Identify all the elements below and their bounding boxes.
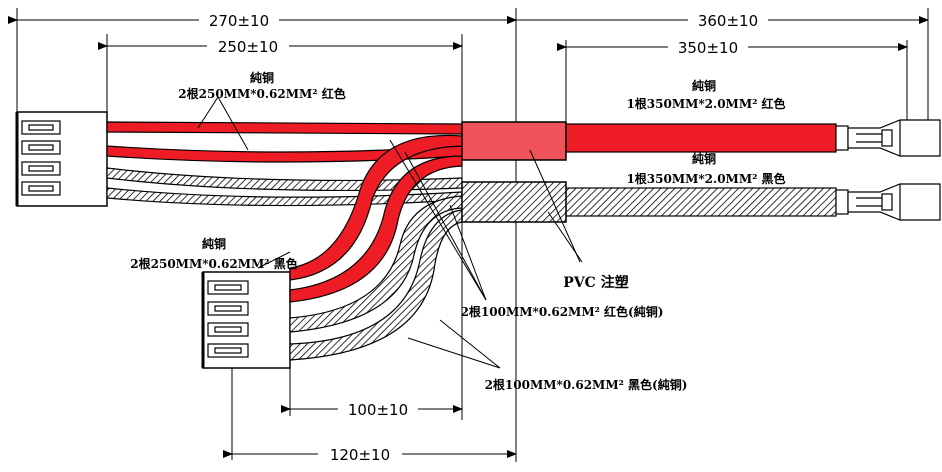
spec-labels: 純铜 2根250MM*0.62MM² 红色 純铜 2根250MM*0.62MM²… xyxy=(130,70,785,392)
left-connector-pins xyxy=(21,120,61,196)
leader-lines xyxy=(197,96,583,369)
terminal-red xyxy=(835,119,941,157)
dimension-lines xyxy=(8,8,929,462)
terminal-black xyxy=(835,183,941,221)
right-black-spec-label: 1根350MM*2.0MM² 黑色 xyxy=(626,171,785,186)
curved-wires xyxy=(289,134,463,361)
bottom-connector xyxy=(201,271,291,369)
right-black-copper-label: 純铜 xyxy=(692,151,716,166)
dim-120-label: 120±10 xyxy=(330,446,390,464)
right-red-spec-label: 1根350MM*2.0MM² 红色 xyxy=(626,96,785,111)
dim-100-label: 100±10 xyxy=(348,401,408,419)
bottom-connector-pins xyxy=(207,280,249,358)
dimension-text-group: 270±10 250±10 360±10 350±10 100±10 120±1… xyxy=(199,11,768,464)
left-black-copper-label: 純铜 xyxy=(202,236,226,251)
pvc-label: PVC 注塑 xyxy=(563,274,628,291)
left-connector xyxy=(15,111,108,207)
mid-red-spec-label: 2根100MM*0.62MM² 红色(純铜) xyxy=(461,304,664,319)
right-wires xyxy=(565,123,837,217)
mid-black-spec-label: 2根100MM*0.62MM² 黑色(純铜) xyxy=(485,377,688,392)
left-black-spec-label: 2根250MM*0.62MM² 黑色 xyxy=(130,256,297,271)
dim-250-label: 250±10 xyxy=(218,38,278,56)
dim-360-label: 360±10 xyxy=(698,12,758,30)
left-red-spec-label: 2根250MM*0.62MM² 红色 xyxy=(178,86,345,101)
pvc-overmold xyxy=(461,121,567,223)
right-terminals xyxy=(835,119,941,221)
left-red-copper-label: 純铜 xyxy=(250,70,274,85)
right-red-copper-label: 純铜 xyxy=(692,78,716,93)
dim-270-label: 270±10 xyxy=(209,12,269,30)
dim-350-label: 350±10 xyxy=(678,39,738,57)
